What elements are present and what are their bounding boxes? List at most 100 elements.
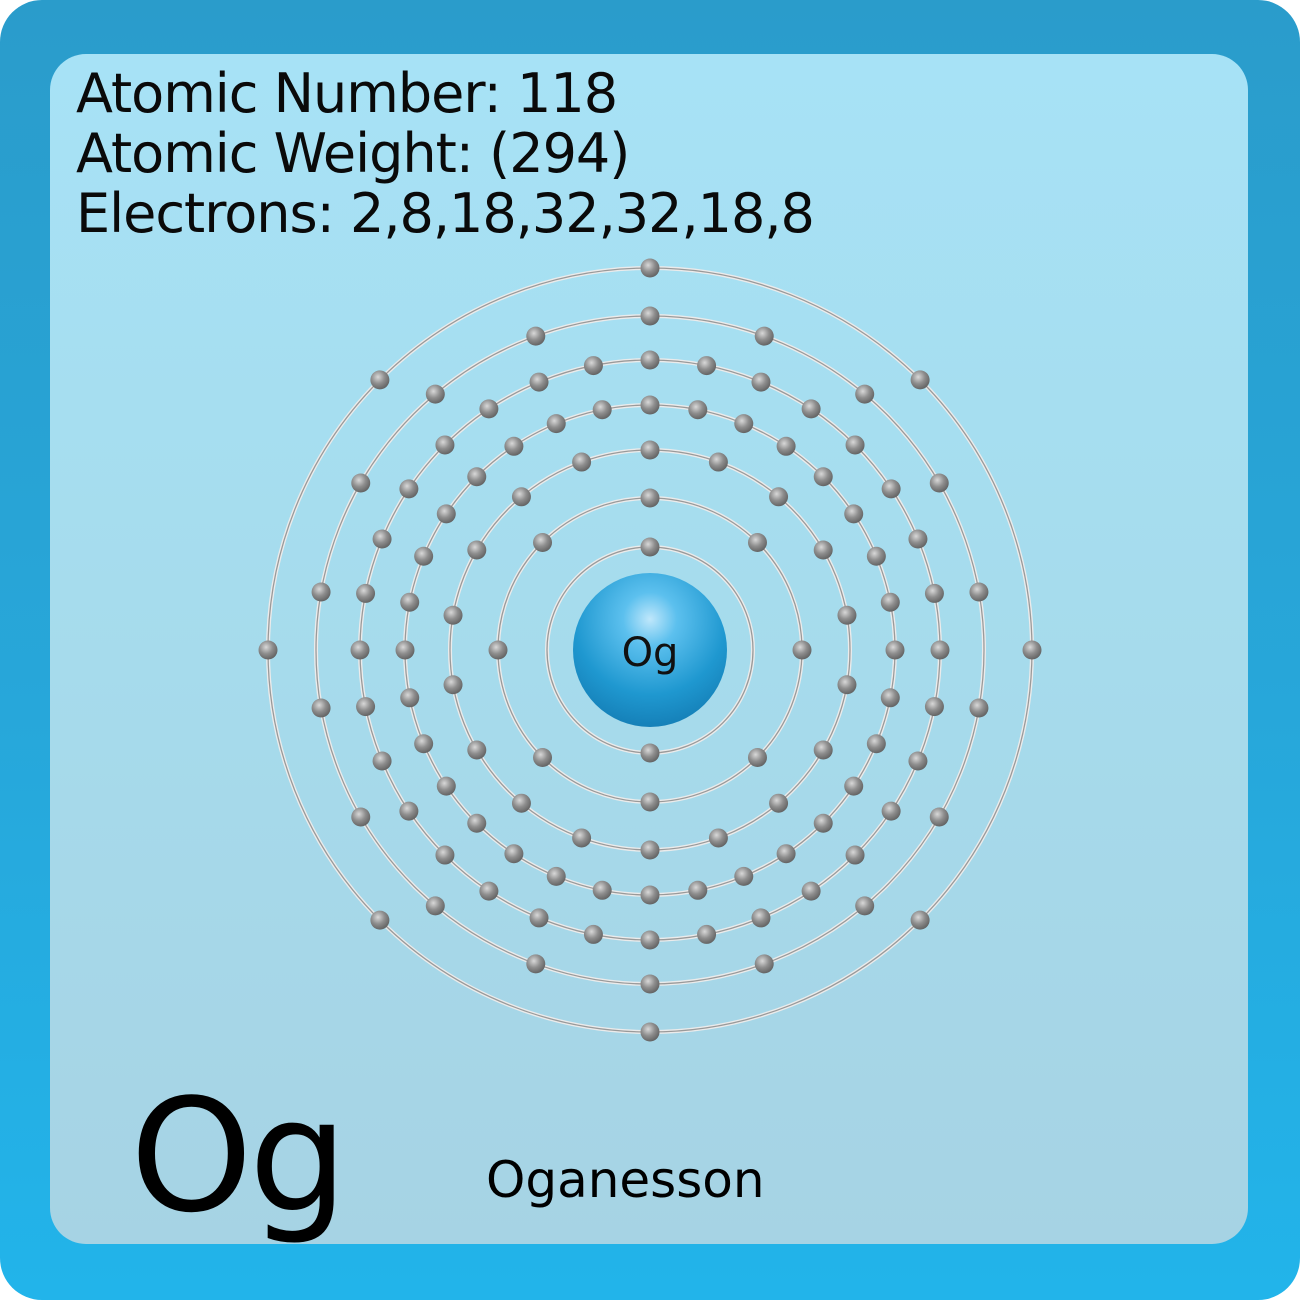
electron [572,828,592,848]
electron [801,881,821,901]
electron [526,954,546,974]
electron [526,326,546,346]
electron [592,400,612,420]
electron [399,801,419,821]
electron [640,537,660,557]
electron [845,845,865,865]
electron [640,440,660,460]
electron [910,910,930,930]
electron [414,734,434,754]
element-symbol: Og [130,1065,348,1247]
electron [258,640,278,660]
electron [400,688,420,708]
electron [467,740,487,760]
electron [929,807,949,827]
electron [751,372,771,392]
electron [734,866,754,886]
electron [350,640,370,660]
electron [855,384,875,404]
electron [436,776,456,796]
electron [583,924,603,944]
electron [443,605,463,625]
electron [813,467,833,487]
electron [395,640,415,660]
electron [311,582,331,602]
electron [924,697,944,717]
electron [747,747,767,767]
electron [479,399,499,419]
electron [866,546,886,566]
electron [640,930,660,950]
electron [640,350,660,370]
electron [467,813,487,833]
electron [908,751,928,771]
electron [640,974,660,994]
electron [399,479,419,499]
electron [910,370,930,390]
electron [533,747,553,767]
electron [837,605,857,625]
electron [546,414,566,434]
element-name: Oganesson [486,1151,765,1209]
electron [443,675,463,695]
electron [640,743,660,763]
electron [640,395,660,415]
electron [467,540,487,560]
electron [529,372,549,392]
electron [844,776,864,796]
electron [844,504,864,524]
electron [1022,640,1042,660]
electron [467,467,487,487]
nucleus-symbol: Og [622,630,679,676]
electron [370,370,390,390]
electron [776,436,796,456]
atomic-number-text: Atomic Number: 118 [76,62,618,125]
electron [311,698,331,718]
electron [356,583,376,603]
electron [640,792,660,812]
electron [880,592,900,612]
electron [425,384,445,404]
electron [813,740,833,760]
electron [697,924,717,944]
electrons [258,258,1042,1042]
electron [866,734,886,754]
electron [747,533,767,553]
electron [583,356,603,376]
electron [640,258,660,278]
electron [880,688,900,708]
element-properties: Atomic Number: 118 Atomic Weight: (294) … [76,62,815,245]
electron [801,399,821,419]
electron [708,828,728,848]
electron [592,880,612,900]
electron [640,306,660,326]
electron [511,487,531,507]
electron [688,880,708,900]
electron [881,801,901,821]
electron [372,529,392,549]
electron [697,356,717,376]
atomic-weight-text: Atomic Weight: (294) [76,122,630,185]
electron-configuration-text: Electrons: 2,8,18,32,32,18,8 [76,182,815,245]
electron [640,885,660,905]
electron [425,896,445,916]
electron [572,452,592,472]
electron [546,866,566,886]
nucleus: Og [573,573,727,727]
electron [504,436,524,456]
electron [414,546,434,566]
electron [813,540,833,560]
electron [885,640,905,660]
electron [837,675,857,695]
electron [533,533,553,553]
electron [351,807,371,827]
electron [435,845,455,865]
electron [776,844,796,864]
electron [855,896,875,916]
electron [640,840,660,860]
electron [504,844,524,864]
electron [356,697,376,717]
electron [370,910,390,930]
electron [708,452,728,472]
